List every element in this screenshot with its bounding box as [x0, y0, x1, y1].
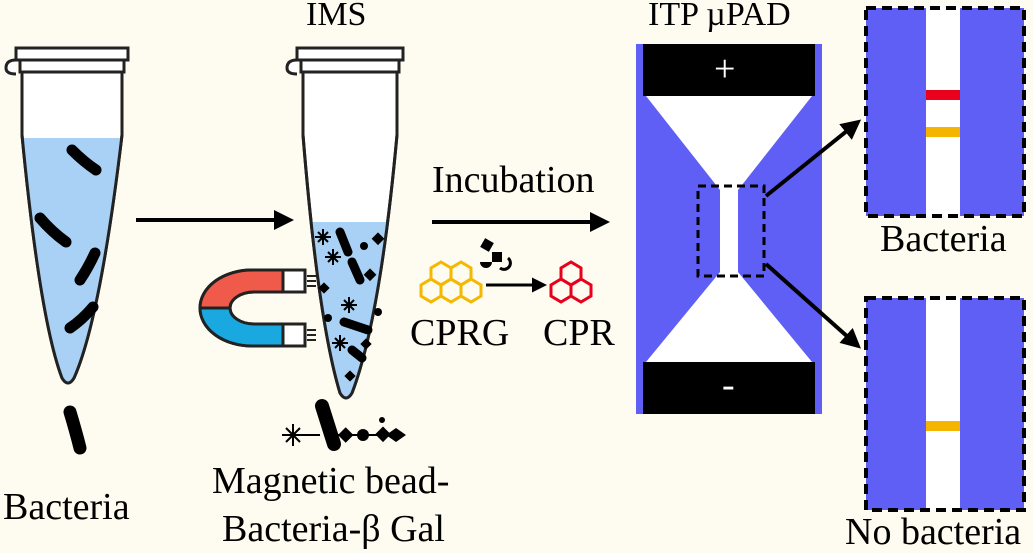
bacterium-icon — [63, 405, 87, 455]
bacteria-rods — [34, 144, 102, 334]
arrow-to-no-bacteria-result — [764, 262, 861, 349]
red-band — [926, 90, 960, 100]
itp-upad-label: ITP µPAD — [648, 0, 791, 33]
captured-complexes — [315, 227, 385, 382]
result-bacteria-label: Bacteria — [880, 218, 1007, 260]
tube-liquid — [22, 138, 122, 383]
minus-sign: - — [722, 364, 735, 406]
negative-electrode — [643, 362, 815, 414]
result-bacteria-panel — [864, 6, 1026, 218]
beta-gal-icon — [480, 238, 512, 271]
cprg-molecule-icon — [419, 260, 483, 304]
magnetic-bead-label: Magnetic bead- — [212, 460, 450, 502]
bacteria-label: Bacteria — [3, 486, 130, 528]
tube-cap — [14, 46, 130, 62]
bacteria-beta-gal-label: Bacteria-β Gal — [222, 508, 445, 550]
cpr-label: CPR — [543, 312, 615, 354]
tube-cap-hinge — [4, 58, 17, 76]
arrow-to-bacteria-result — [764, 119, 862, 198]
cpr-molecule-icon — [549, 260, 593, 304]
cprg-label: CPRG — [410, 312, 510, 354]
magnet-icon — [198, 268, 316, 348]
tube-ims — [285, 46, 405, 400]
result-no-bacteria-label: No bacteria — [845, 511, 1022, 553]
positive-electrode — [643, 44, 815, 96]
ims-label: IMS — [306, 0, 367, 33]
itp-upad-device — [636, 44, 822, 414]
incubation-label: Incubation — [432, 159, 595, 201]
orange-band — [926, 127, 960, 137]
zoom-region — [696, 184, 766, 278]
tube-bacteria — [4, 46, 130, 385]
result-no-bacteria-panel — [864, 296, 1026, 512]
plus-sign: + — [714, 48, 736, 90]
orange-band-only — [926, 421, 960, 431]
complex-legend-icon — [282, 399, 406, 451]
